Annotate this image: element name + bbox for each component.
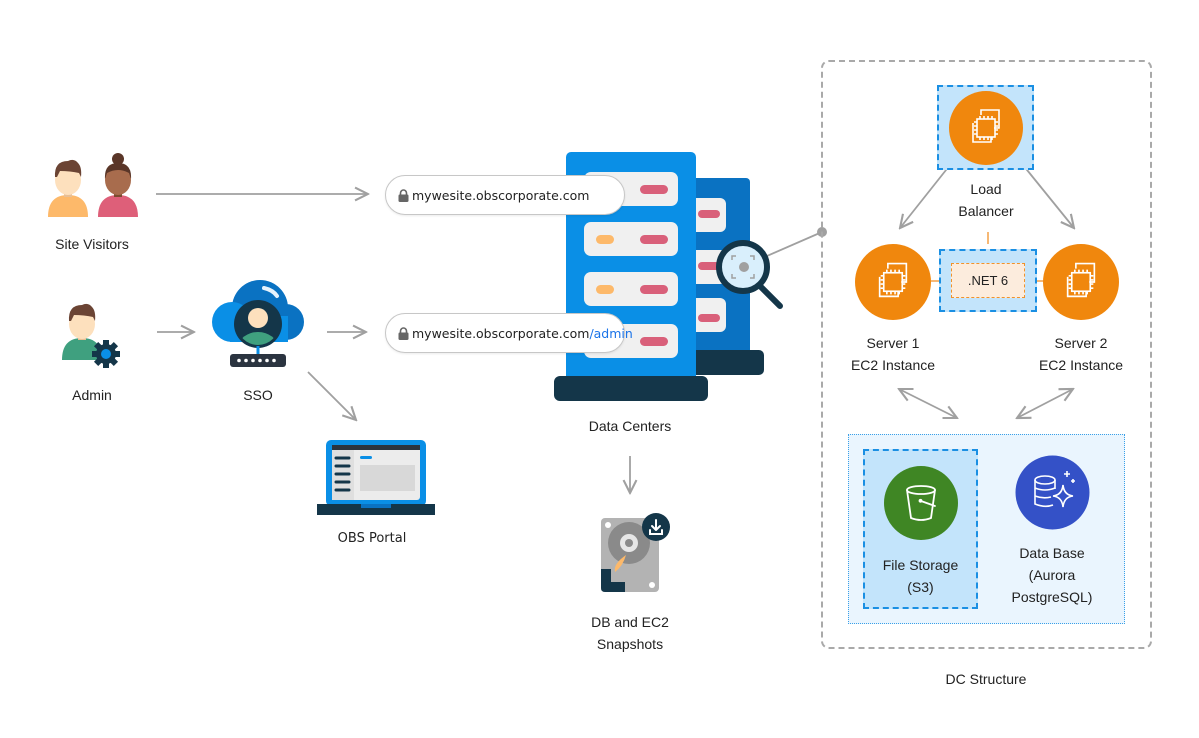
arrow-server1-storage [899, 389, 957, 418]
site-visitors-label: Site Visitors [55, 236, 129, 252]
dc-structure-title: DC Structure [945, 671, 1027, 687]
public-url-text: mywesite.obscorporate.com [412, 187, 590, 203]
file-storage-label-line2: (S3) [907, 579, 934, 595]
snapshots-hdd-icon [601, 513, 670, 592]
admin-label: Admin [72, 387, 112, 403]
public-url-field[interactable]: mywesite.obscorporate.com [385, 175, 625, 215]
server2-ec2-icon [1043, 244, 1119, 320]
runtime-label: .NET 6 [951, 263, 1025, 298]
snapshots-label-line2: Snapshots [596, 636, 664, 652]
obs-portal-laptop-icon [317, 440, 435, 515]
s3-bucket-icon [884, 466, 958, 540]
runtime-box: .NET 6 [939, 249, 1037, 312]
server1-label-line2: EC2 Instance [850, 357, 936, 373]
snapshots-label-line1: DB and EC2 [591, 614, 669, 630]
database-label-line1: Data Base [1019, 545, 1085, 561]
lock-icon [398, 326, 409, 340]
load-balancer-ec2-icon [949, 91, 1023, 165]
data-centers-label: Data Centers [588, 418, 672, 434]
database-label-line2: (Aurora [1028, 567, 1076, 583]
admin-icon [62, 303, 120, 368]
arrow-sso-to-portal [307, 371, 356, 420]
load-balancer-label-line1: Load [970, 181, 1002, 197]
aurora-database-icon [1015, 455, 1090, 530]
lock-icon [398, 188, 409, 202]
arrow-lb-to-server2 [1022, 164, 1074, 228]
server1-label-line1: Server 1 [866, 335, 920, 351]
admin-url-path: /admin [589, 325, 633, 341]
server2-label-line2: EC2 Instance [1038, 357, 1124, 373]
obs-portal-label: OBS Portal [337, 531, 407, 546]
file-storage-label-line1: File Storage [882, 557, 959, 573]
dc-structure-container [821, 60, 1152, 649]
load-balancer-label-line2: Balancer [958, 203, 1014, 219]
site-visitors-icon [48, 153, 138, 217]
sso-label: SSO [243, 387, 273, 403]
server1-ec2-icon [855, 244, 931, 320]
arrow-server2-storage [1017, 389, 1073, 418]
database-label-line3: PostgreSQL) [1011, 589, 1093, 605]
arrow-lb-to-server1 [900, 164, 951, 228]
admin-url-base: mywesite.obscorporate.com [412, 325, 590, 341]
admin-url-field[interactable]: mywesite.obscorporate.com/admin [385, 313, 633, 353]
server2-label-line1: Server 2 [1054, 335, 1108, 351]
magnifier-icon [716, 240, 783, 309]
sso-cloud-icon [212, 280, 304, 367]
